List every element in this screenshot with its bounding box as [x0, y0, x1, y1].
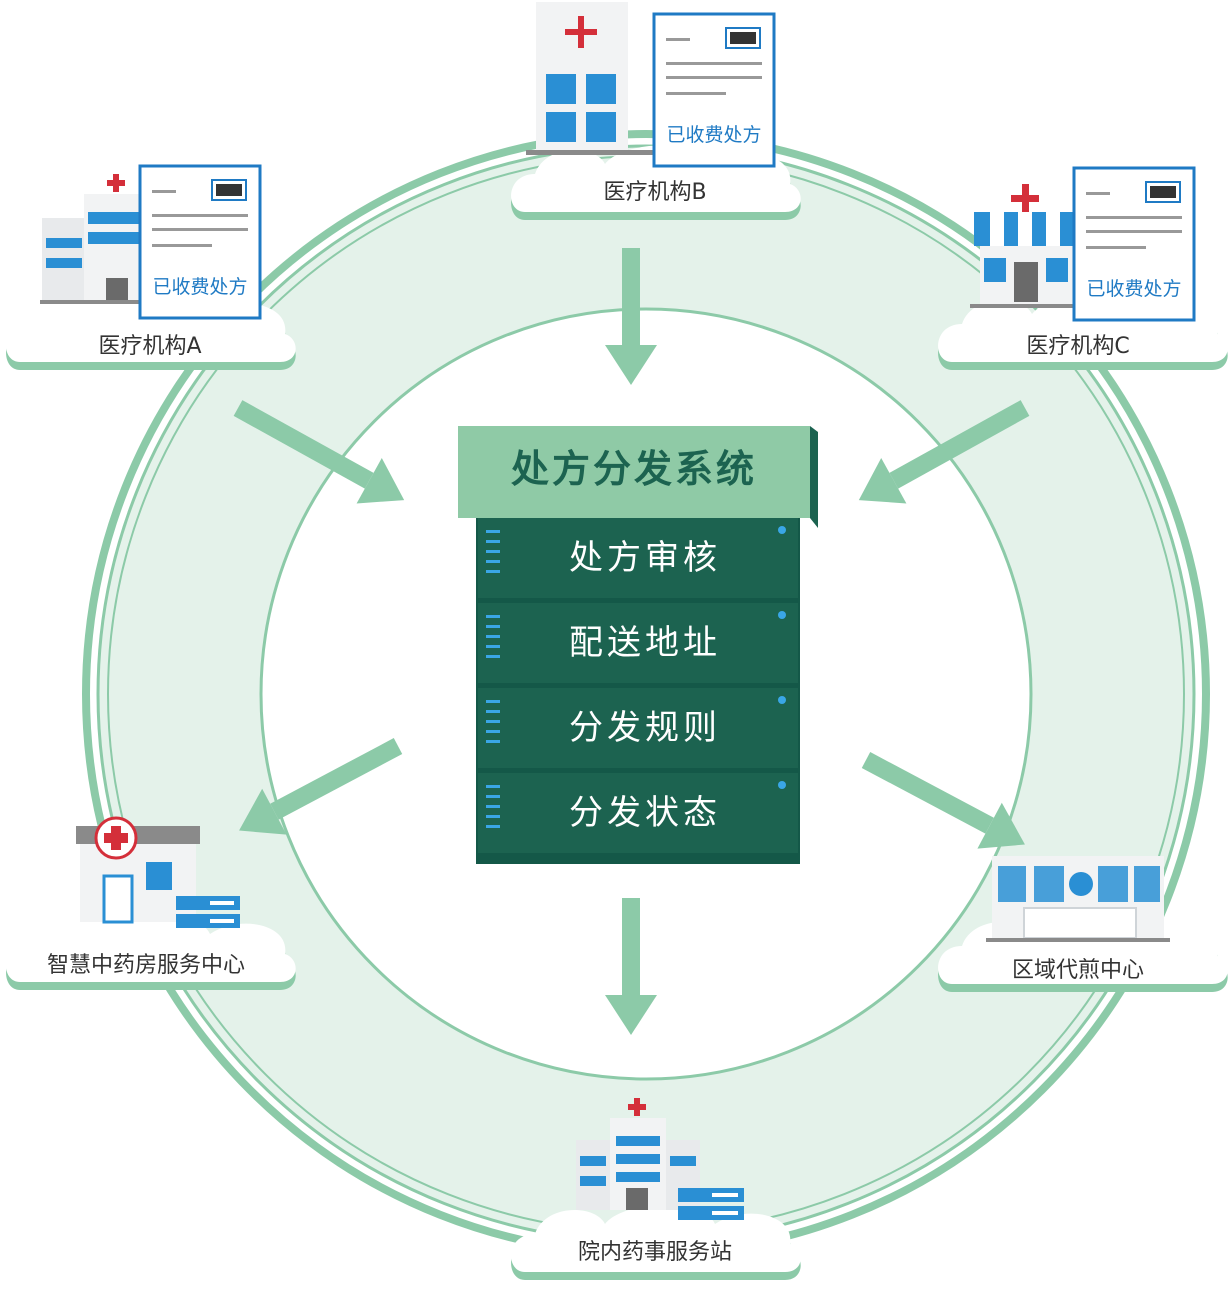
doc-label-b: 已收费处方 [666, 124, 762, 146]
hospital-building-icon [40, 174, 148, 304]
title-box [458, 426, 810, 518]
prescription-doc-icon [652, 12, 776, 168]
arrow-to-decoction-center [861, 752, 1025, 849]
server-icon [176, 896, 240, 928]
module-slab [478, 518, 798, 853]
destination-label-pharmacy: 智慧中药房服务中心 [46, 953, 245, 978]
arrow-to-hospital-station [605, 898, 657, 1035]
decoction-center-building-icon [986, 856, 1170, 942]
source-label-a: 医疗机构A [98, 334, 202, 359]
module-distribution-status: 分发状态 [569, 793, 721, 833]
doc-label-c: 已收费处方 [1086, 278, 1182, 300]
module-delivery-address: 配送地址 [569, 623, 721, 663]
source-label-b: 医疗机构B [603, 180, 707, 205]
destination-label-decoction: 区域代煎中心 [1011, 958, 1144, 983]
pharmacy-center-building-icon [76, 816, 200, 924]
system-title: 处方分发系统 [510, 447, 757, 491]
prescription-doc-icon [138, 164, 262, 320]
arrow-to-pharmacy-center [239, 738, 403, 835]
server-icon [678, 1188, 744, 1220]
hospital-building-icon [526, 2, 654, 155]
destination-label-station: 院内药事服务站 [577, 1240, 732, 1265]
arrow-from-b [605, 248, 657, 385]
doc-label-a: 已收费处方 [152, 276, 248, 298]
server-leds [486, 526, 786, 828]
module-prescription-review: 处方审核 [569, 538, 721, 578]
hospital-station-building-icon [576, 1098, 700, 1210]
system-box [458, 426, 818, 864]
prescription-doc-icon [1072, 166, 1196, 322]
pharmacy-store-icon [970, 184, 1082, 308]
source-label-c: 医疗机构C [1026, 334, 1130, 359]
arrow-from-a [233, 400, 405, 504]
arrow-from-c [858, 400, 1030, 504]
module-distribution-rules: 分发规则 [569, 708, 721, 748]
